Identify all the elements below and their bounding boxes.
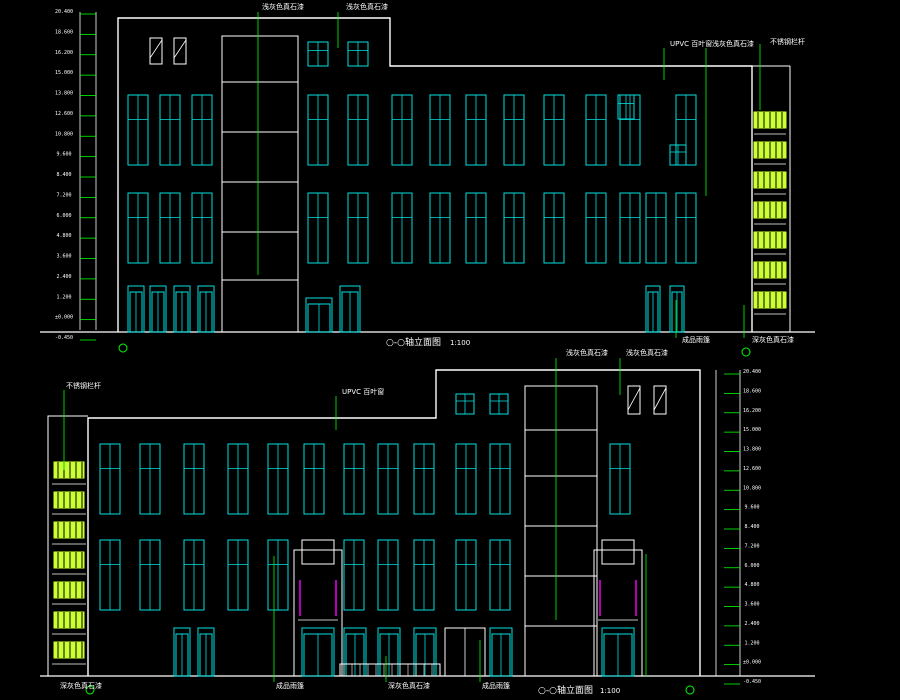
level-value: 8.400 (744, 524, 759, 530)
bottom-building-outline (87, 369, 701, 676)
level-value: ±0.000 (743, 660, 761, 666)
top-building-outline (117, 17, 753, 332)
bottom-roof-window-diag (653, 387, 667, 411)
top-note-stone-paint-b: 浅灰色真石漆 (346, 2, 388, 11)
level-value: ±0.000 (55, 315, 73, 321)
bottom-bay-top (301, 539, 335, 565)
bottom-elevation-scale: 1:100 (600, 687, 620, 695)
bottom-note-stone-paint-b: 浅灰色真石漆 (626, 348, 668, 357)
bottom-note-stone-paint-a: 浅灰色真石漆 (566, 348, 608, 357)
bottom-note-upvc-louver: UPVC 百叶窗 (342, 387, 384, 396)
bottom-ramp-rail (339, 663, 441, 677)
level-value: 2.400 (56, 274, 71, 280)
bottom-stair-tower (524, 385, 598, 677)
level-value: 13.800 (55, 91, 73, 97)
bottom-elevation-title: ○-○轴立面图 (538, 684, 593, 696)
top-elevation-scale: 1:100 (450, 339, 470, 347)
top-note-stone-paint-a: 浅灰色真石漆 (262, 2, 304, 11)
top-note-canopy: 成品雨篷 (682, 335, 710, 344)
drawing-geometry (40, 12, 815, 695)
top-note-dark-stone-paint: 深灰色真石漆 (752, 335, 794, 344)
bottom-level-markers: 20.400 18.600 16.200 15.000 13.800 12.600 10.8… (724, 369, 761, 685)
grid-axis-bubble (85, 685, 95, 695)
level-value: 1.200 (56, 294, 71, 300)
bottom-note-steel-railing: 不锈钢栏杆 (66, 381, 101, 390)
grid-axis-bubble (741, 347, 751, 357)
bottom-note-dark-stone-paint: 深灰色真石漆 (388, 681, 430, 690)
bottom-left-edge (47, 415, 88, 676)
top-note-stone-paint-right: 浅灰色真石漆 (712, 39, 754, 48)
bottom-roof-window (653, 385, 667, 415)
grid-axis-bubble (118, 343, 128, 353)
top-elevation-title: ○-○轴立面图 (386, 336, 441, 348)
level-value: -0.450 (55, 335, 73, 341)
top-elevation-annotations: 浅灰色真石漆 浅灰色真石漆 UPVC 百叶窗 浅灰色真石漆 不锈钢栏杆 成品雨篷… (262, 2, 805, 348)
level-value: 15.000 (743, 427, 761, 433)
bottom-elevation-annotations: 浅灰色真石漆 浅灰色真石漆 UPVC 百叶窗 不锈钢栏杆 深灰色真石漆 成品雨篷… (60, 348, 668, 696)
top-roof-window-diag (149, 39, 163, 59)
top-note-upvc-louver: UPVC 百叶窗 (670, 39, 712, 48)
level-value: 16.200 (743, 408, 761, 414)
grid-axis-bubble (685, 685, 695, 695)
level-value: 7.200 (744, 543, 759, 549)
level-value: 6.000 (744, 563, 759, 569)
level-value: 4.800 (56, 233, 71, 239)
level-value: 3.600 (744, 602, 759, 608)
level-value: 20.400 (55, 9, 73, 15)
level-value: -0.450 (743, 679, 761, 685)
level-value: 9.600 (744, 505, 759, 511)
level-value: 1.200 (744, 640, 759, 646)
level-value: 12.600 (55, 111, 73, 117)
bottom-roof-window (627, 385, 641, 415)
level-value: 2.400 (744, 621, 759, 627)
level-value: 18.600 (743, 388, 761, 394)
level-value: 7.200 (56, 192, 71, 198)
bottom-roof-window-diag (627, 387, 641, 411)
level-value: 15.000 (55, 70, 73, 76)
bottom-note-dark-stone-paint-left: 深灰色真石漆 (60, 681, 102, 690)
bottom-note-canopy-b: 成品雨篷 (482, 681, 510, 690)
level-value: 18.600 (55, 29, 73, 35)
level-value: 10.800 (743, 485, 761, 491)
level-value: 3.600 (56, 254, 71, 260)
level-value: 6.000 (56, 213, 71, 219)
top-roof-window-diag (173, 39, 187, 59)
level-value: 13.800 (743, 447, 761, 453)
top-roof-window (149, 37, 163, 65)
top-note-steel-railing: 不锈钢栏杆 (770, 37, 805, 46)
level-value: 8.400 (56, 172, 71, 178)
level-value: 12.600 (743, 466, 761, 472)
level-value: 10.800 (55, 131, 73, 137)
top-roof-window (173, 37, 187, 65)
level-value: 9.600 (56, 152, 71, 158)
bottom-bay-top (601, 539, 635, 565)
level-value: 16.200 (55, 50, 73, 56)
bottom-note-canopy-a: 成品雨篷 (276, 681, 304, 690)
level-value: 20.400 (743, 369, 761, 375)
top-level-markers: 20.400 18.600 16.200 15.000 13.800 12.600 10.8… (55, 9, 96, 341)
level-value: 4.800 (744, 582, 759, 588)
top-stair-tower (221, 35, 299, 333)
